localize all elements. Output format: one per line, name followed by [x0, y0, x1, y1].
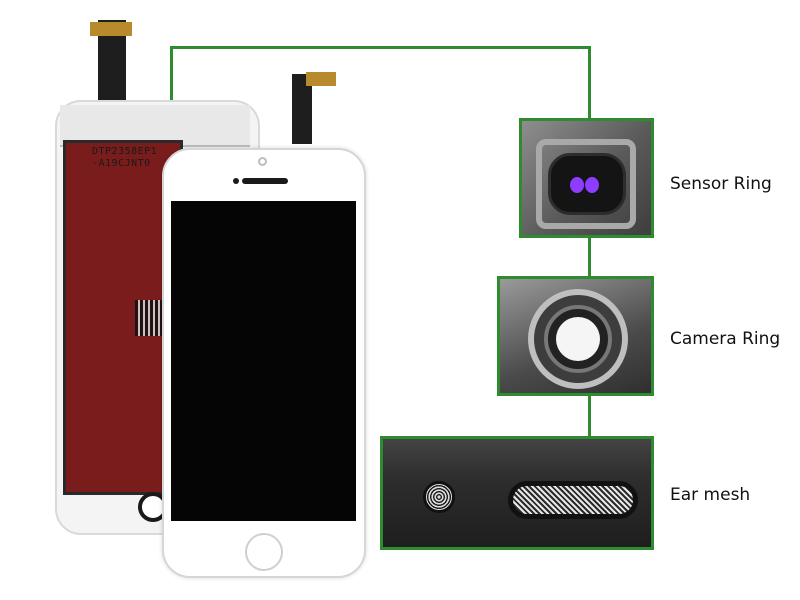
home-button [245, 533, 283, 571]
sensor-light-right [585, 177, 599, 193]
ear-mesh-slot [508, 481, 638, 519]
earpiece-speaker [242, 178, 288, 184]
camera-ring-center [556, 317, 600, 361]
connector-line-left [170, 46, 173, 102]
flex-cable-right [292, 74, 312, 144]
phone-screen [171, 201, 356, 521]
qr-code [135, 300, 163, 336]
ear-mesh-label: Ear mesh [670, 485, 751, 505]
connector-line-top [170, 46, 590, 49]
sensor-light-left [570, 177, 584, 193]
lcd-label-line2: -A19CJNT0 [92, 158, 151, 169]
flex-connector-left [90, 22, 132, 36]
flex-connector-right [306, 72, 336, 86]
ear-mesh-detail [380, 436, 654, 550]
sensor-ring-detail [519, 118, 654, 238]
front-camera-icon [258, 157, 267, 166]
connector-line-right [588, 46, 591, 438]
camera-ring-label: Camera Ring [670, 329, 781, 349]
ear-mesh-round [423, 481, 455, 513]
sensor-ring-frame [536, 139, 636, 229]
lcd-back-label: DTP2358EP1 -A19CJNT0 [92, 146, 157, 170]
lcd-label-line1: DTP2358EP1 [92, 146, 158, 157]
proximity-sensor-dot [233, 178, 239, 184]
sensor-ring-label: Sensor Ring [670, 174, 772, 194]
camera-ring-detail [497, 276, 654, 396]
